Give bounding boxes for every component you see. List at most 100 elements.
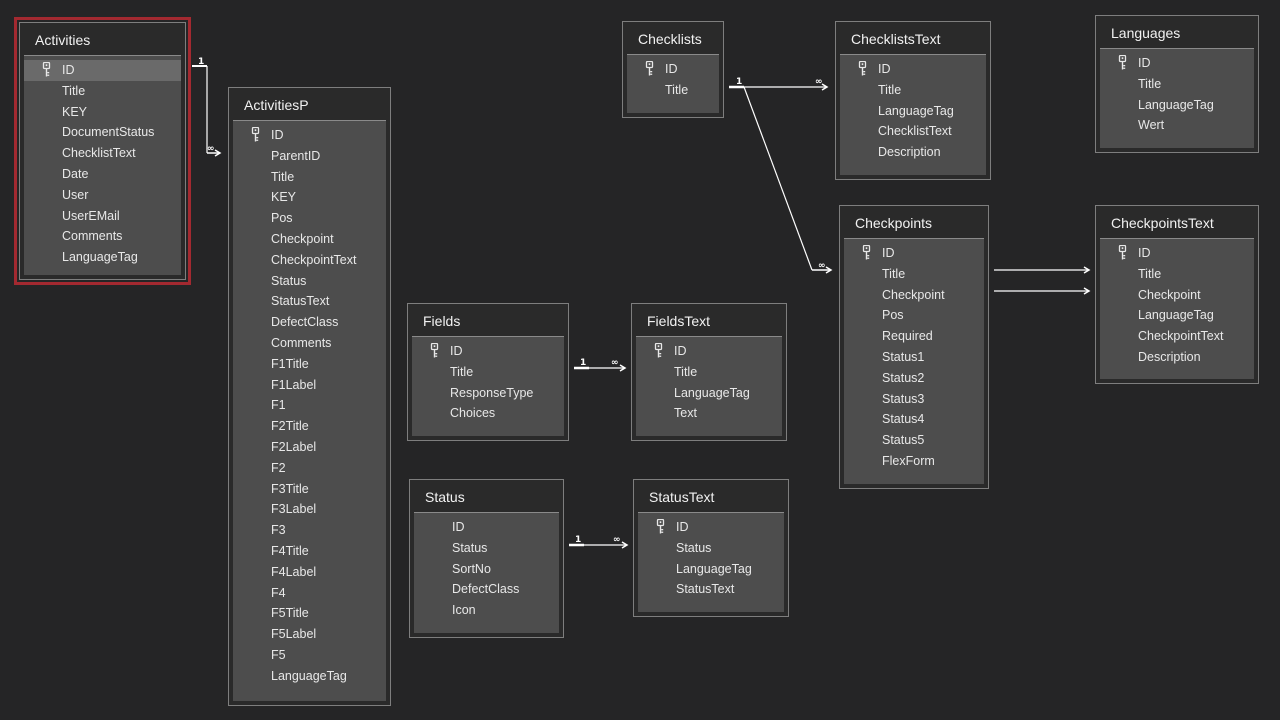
table-title[interactable]: Languages <box>1111 25 1181 41</box>
field-row[interactable]: Description <box>1100 347 1254 368</box>
field-row[interactable]: ID <box>414 517 559 538</box>
relationship-checkpoints-checkpointstext[interactable] <box>994 266 1091 295</box>
field-row[interactable]: F5Title <box>233 603 386 624</box>
field-row[interactable]: ParentID <box>233 146 386 167</box>
relationship-checklists-checkliststext[interactable] <box>729 83 829 91</box>
field-row[interactable]: Description <box>840 142 986 163</box>
field-row[interactable]: ID <box>636 341 782 362</box>
table-title[interactable]: ChecklistsText <box>851 31 941 47</box>
field-row[interactable]: Title <box>844 264 984 285</box>
field-row[interactable]: Status4 <box>844 409 984 430</box>
relationship-activities-activitiesp[interactable] <box>192 65 222 157</box>
field-row[interactable]: LanguageTag <box>1100 305 1254 326</box>
table-title[interactable]: Fields <box>423 313 461 329</box>
field-row[interactable]: Title <box>233 167 386 188</box>
field-row[interactable]: Title <box>1100 264 1254 285</box>
field-row[interactable]: LanguageTag <box>638 559 784 580</box>
field-row[interactable]: StatusText <box>638 579 784 600</box>
field-row[interactable]: Title <box>627 80 719 101</box>
field-row[interactable]: CheckpointText <box>233 250 386 271</box>
table-title[interactable]: Status <box>425 489 465 505</box>
field-row[interactable]: F2Title <box>233 416 386 437</box>
field-row[interactable]: Title <box>636 362 782 383</box>
field-row[interactable]: F4Title <box>233 541 386 562</box>
field-row[interactable]: ID <box>1100 243 1254 264</box>
field-row[interactable]: Status3 <box>844 389 984 410</box>
field-row[interactable]: Title <box>1100 74 1254 95</box>
field-row[interactable]: LanguageTag <box>636 383 782 404</box>
field-row[interactable]: Title <box>24 81 181 102</box>
field-row[interactable]: Status5 <box>844 430 984 451</box>
field-row[interactable]: Status <box>414 538 559 559</box>
field-row[interactable]: F4Label <box>233 562 386 583</box>
field-row[interactable]: Status2 <box>844 368 984 389</box>
field-row[interactable]: ResponseType <box>412 383 564 404</box>
field-row[interactable]: StatusText <box>233 291 386 312</box>
field-row[interactable]: ID <box>840 59 986 80</box>
field-row[interactable]: LanguageTag <box>1100 95 1254 116</box>
field-row[interactable]: ID <box>1100 53 1254 74</box>
field-row[interactable]: DefectClass <box>414 579 559 600</box>
relationship-checklists-checkpoints[interactable] <box>743 86 833 274</box>
field-row[interactable]: Status <box>233 271 386 292</box>
field-row[interactable]: F1Label <box>233 375 386 396</box>
field-row[interactable]: DocumentStatus <box>24 122 181 143</box>
field-row[interactable]: F4 <box>233 583 386 604</box>
field-row[interactable]: SortNo <box>414 559 559 580</box>
field-row[interactable]: KEY <box>24 102 181 123</box>
table-title[interactable]: FieldsText <box>647 313 711 329</box>
field-row[interactable]: DefectClass <box>233 312 386 333</box>
field-row[interactable]: F5Label <box>233 624 386 645</box>
field-row[interactable]: Title <box>840 80 986 101</box>
field-row[interactable]: Icon <box>414 600 559 621</box>
field-row[interactable]: ChecklistText <box>24 143 181 164</box>
field-row[interactable]: UserEMail <box>24 206 181 227</box>
field-row[interactable]: F1Title <box>233 354 386 375</box>
field-row[interactable]: KEY <box>233 187 386 208</box>
field-row[interactable]: Pos <box>844 305 984 326</box>
relationship-status-statustext[interactable] <box>569 541 629 549</box>
table-title[interactable]: Checklists <box>638 31 702 47</box>
field-row[interactable]: ID <box>638 517 784 538</box>
field-row[interactable]: Required <box>844 326 984 347</box>
field-row[interactable]: FlexForm <box>844 451 984 472</box>
field-row[interactable]: F2 <box>233 458 386 479</box>
field-row[interactable]: Title <box>412 362 564 383</box>
field-row[interactable]: Pos <box>233 208 386 229</box>
field-row[interactable]: Checkpoint <box>233 229 386 250</box>
field-row[interactable]: F2Label <box>233 437 386 458</box>
field-row[interactable]: ID <box>233 125 386 146</box>
field-row[interactable]: Wert <box>1100 115 1254 136</box>
field-row[interactable]: LanguageTag <box>24 247 181 268</box>
table-title[interactable]: StatusText <box>649 489 715 505</box>
field-row[interactable]: Comments <box>24 226 181 247</box>
field-row[interactable]: LanguageTag <box>233 666 386 687</box>
field-row[interactable]: Status <box>638 538 784 559</box>
field-row[interactable]: F3 <box>233 520 386 541</box>
table-title[interactable]: Checkpoints <box>855 215 933 231</box>
field-row[interactable]: Text <box>636 403 782 424</box>
field-row[interactable]: ID <box>412 341 564 362</box>
field-row[interactable]: ID <box>24 60 181 81</box>
field-row[interactable]: LanguageTag <box>840 101 986 122</box>
field-row[interactable]: Status1 <box>844 347 984 368</box>
field-row[interactable]: ID <box>844 243 984 264</box>
field-row[interactable]: CheckpointText <box>1100 326 1254 347</box>
field-row[interactable]: F3Label <box>233 499 386 520</box>
field-row[interactable]: F3Title <box>233 479 386 500</box>
field-row[interactable]: Choices <box>412 403 564 424</box>
field-row[interactable]: Comments <box>233 333 386 354</box>
relationship-fields-fieldstext[interactable] <box>574 364 627 372</box>
table-title[interactable]: Activities <box>35 32 91 48</box>
field-row[interactable]: User <box>24 185 181 206</box>
